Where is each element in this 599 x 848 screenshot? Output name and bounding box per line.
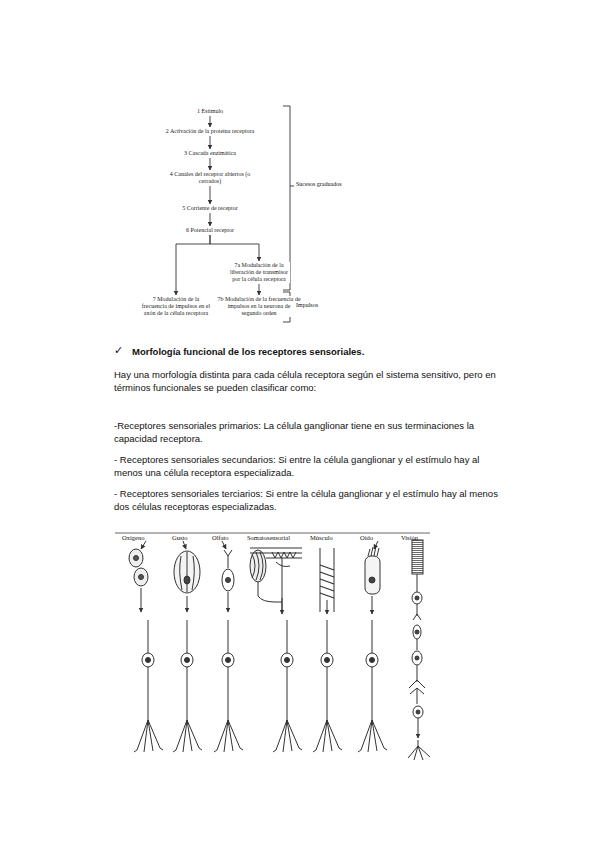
step-text: 2 Activación de la proteína receptora <box>151 128 269 135</box>
flow-step: 7a Modulación de la liberación de transm… <box>228 262 290 283</box>
list-item: - Receptores sensoriales terciarios: Si … <box>114 487 504 513</box>
receptor-illustration <box>129 540 430 760</box>
flow-arrow <box>259 284 260 295</box>
flow-arrow <box>210 235 259 261</box>
flow-arrow <box>210 116 211 127</box>
flow-arrow <box>210 213 211 226</box>
step-text: 7 Modulación de la frecuencia de impulso… <box>141 296 211 317</box>
step-text: 1 Estímulo <box>166 108 254 115</box>
sense-label: Olfato <box>212 534 244 542</box>
flow-step: 3 Cascada enzimática <box>160 150 260 157</box>
bracket-label: Sucesos graduados <box>296 181 346 188</box>
flow-arrow <box>210 136 211 149</box>
flow-step: 1 Estímulo <box>165 108 255 115</box>
check-mark: ✓ <box>114 344 128 357</box>
flow-step: 7b Modulación de la frecuencia de impuls… <box>216 296 302 317</box>
flow-step: 7 Modulación de la frecuencia de impulso… <box>140 296 212 317</box>
paragraph: Hay una morfología distinta para cada cé… <box>114 368 504 394</box>
flow-arrow <box>210 158 211 170</box>
step-text: 7a Modulación de la liberación de transm… <box>229 262 289 283</box>
step-text: 6 Potencial receptor <box>161 227 259 234</box>
sense-label: Gusto <box>172 534 202 542</box>
flow-step: 6 Potencial receptor <box>160 227 260 234</box>
sense-label: Oído <box>360 534 384 542</box>
section-heading: Morfología funcional de los receptores s… <box>132 345 512 358</box>
frame-line <box>115 533 430 534</box>
flow-arrow <box>210 186 211 204</box>
flow-arrow <box>176 235 210 295</box>
sense-label: Visión <box>401 534 431 542</box>
step-text: 4 Canales del receptor abiertos (o cerra… <box>161 171 259 185</box>
step-text: 5 Corriente de receptor <box>156 205 264 212</box>
flow-step: 5 Corriente de receptor <box>155 205 265 212</box>
sense-label: Músculo <box>310 534 344 542</box>
sense-label: Oxígeno <box>122 534 162 542</box>
step-text: 7b Modulación de la frecuencia de impuls… <box>217 296 301 317</box>
flow-step: 4 Canales del receptor abiertos (o cerra… <box>160 171 260 185</box>
flow-step: 2 Activación de la proteína receptora <box>150 128 270 135</box>
list-item: - Receptores sensoriales secundarios: Si… <box>114 453 504 479</box>
bracket-label: Impulsos <box>296 302 336 309</box>
sense-label: Somatosensorial <box>247 534 307 542</box>
bracket <box>283 106 294 322</box>
list-item: -Receptores sensoriales primarios: La cé… <box>114 419 504 445</box>
step-text: 3 Cascada enzimática <box>161 150 259 157</box>
